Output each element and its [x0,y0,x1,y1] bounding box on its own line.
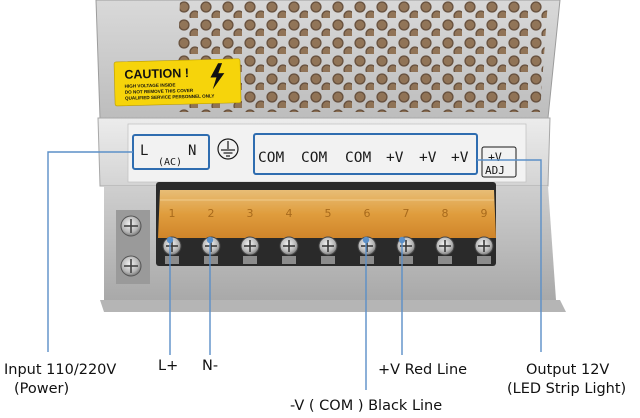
caution-title: CAUTION ! [124,66,189,82]
silk-ac: (AC) [158,157,182,168]
silk-adj-top: +V [488,150,502,164]
silk-plus-v-3: +V [451,150,469,166]
callout-output-line2: (LED Strip Light) [507,381,627,397]
callout-line-input [47,151,133,352]
caution-line-1: HIGH VOLTAGE INSIDE [125,82,176,88]
terminal-screws [162,236,494,264]
terminal-screw-2 [201,236,221,264]
silk-l: L [140,143,148,159]
caution-sticker: CAUTION ! HIGH VOLTAGE INSIDE DO NOT REM… [113,58,242,107]
terminal-number-2: 2 [208,207,215,220]
silk-com-3: COM [345,150,371,166]
callout-output-line1: Output 12V [526,362,610,378]
terminal-number-6: 6 [364,207,371,220]
ground-icon [217,138,239,160]
silk-adj-bottom: ADJ [485,164,505,177]
terminal-screw-8 [435,236,455,264]
caution-line-3: QUALIFIED SERVICE PERSONNEL ONLY [125,93,215,100]
terminal-cover [158,190,496,238]
terminal-screw-5 [318,236,338,264]
callout-input-line2: (Power) [14,381,70,397]
output-terminals-highlight-box [253,133,478,175]
silk-n: N [188,143,196,159]
callout-n-minus: N- [202,358,219,374]
silk-com-1: COM [258,150,284,166]
caution-sticker-bg [113,58,242,107]
mounting-screws [116,210,150,284]
callout-lines [47,151,542,390]
callout-line-output [477,159,542,352]
terminal-number-7: 7 [403,207,410,220]
terminal-screw-4 [279,236,299,264]
terminal-number-9: 9 [481,207,488,220]
terminal-screw-9 [474,236,494,264]
silk-plus-v-1: +V [386,150,404,166]
silkscreen-labels: L N (AC) COM COM COM +V +V +V +V ADJ [132,133,517,178]
terminal-numbers: 1 2 3 4 5 6 7 8 9 [169,207,488,220]
callout-input-line1: Input 110/220V [4,362,117,378]
terminal-number-4: 4 [286,207,293,220]
callout-plus-v-red: +V Red Line [378,362,468,378]
silk-com-2: COM [301,150,327,166]
terminal-number-3: 3 [247,207,254,220]
caution-line-2: DO NOT REMOVE THIS COVER [125,88,194,95]
lightning-icon [210,63,225,90]
callout-dots [166,236,406,244]
bottom-plate [100,300,566,312]
silk-plus-v-2: +V [419,150,437,166]
terminal-number-8: 8 [442,207,449,220]
terminal-screw-3 [240,236,260,264]
callout-l-plus: L+ [158,358,179,374]
terminal-number-5: 5 [325,207,332,220]
terminal-number-1: 1 [169,207,176,220]
callout-com-black: -V ( COM ) Black Line [290,398,443,414]
